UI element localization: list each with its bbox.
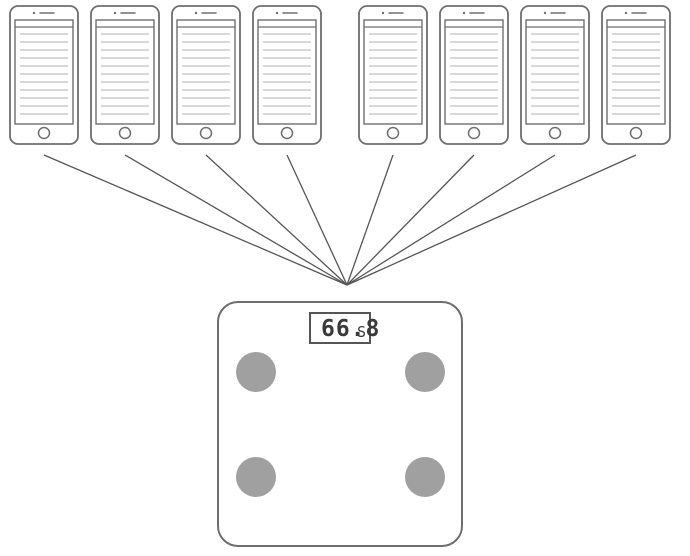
scale-display-value: 66.8 <box>321 316 380 342</box>
phone-camera-icon <box>32 11 36 15</box>
phone-screen <box>606 19 666 125</box>
smartphone-2 <box>90 5 160 145</box>
electrode-top-left <box>236 352 276 392</box>
connector-line-5 <box>346 154 394 286</box>
electrode-bottom-left <box>236 457 276 497</box>
scale-body <box>217 301 463 547</box>
connector-lines <box>43 154 637 286</box>
connector-line-2 <box>124 154 348 286</box>
connector-line-6 <box>346 154 475 286</box>
smart-scale: 66.8 S <box>217 301 463 547</box>
phone-screen <box>14 19 74 125</box>
connector-line-1 <box>43 154 348 286</box>
electrode-top-right <box>405 352 445 392</box>
phone-home-button-icon <box>280 126 294 140</box>
smartphone-7 <box>520 5 590 145</box>
phone-camera-icon <box>381 11 385 15</box>
phone-home-button-icon <box>118 126 132 140</box>
phone-screen <box>176 19 236 125</box>
smartphone-6 <box>439 5 509 145</box>
phone-camera-icon <box>275 11 279 15</box>
connector-line-3 <box>205 154 348 286</box>
phone-home-button-icon <box>629 126 643 140</box>
phone-camera-icon <box>462 11 466 15</box>
scale-display-unit: S <box>357 323 366 341</box>
phone-camera-icon <box>194 11 198 15</box>
phone-camera-icon <box>113 11 117 15</box>
phone-home-button-icon <box>386 126 400 140</box>
connector-line-4 <box>286 154 348 286</box>
phone-screen <box>95 19 155 125</box>
phone-screen <box>363 19 423 125</box>
phone-home-button-icon <box>37 126 51 140</box>
phone-screen <box>257 19 317 125</box>
connector-line-7 <box>346 154 556 286</box>
phone-camera-icon <box>543 11 547 15</box>
phone-home-button-icon <box>467 126 481 140</box>
phone-home-button-icon <box>548 126 562 140</box>
phone-screen <box>525 19 585 125</box>
scale-display: 66.8 S <box>309 312 380 344</box>
phone-camera-icon <box>624 11 628 15</box>
phone-home-button-icon <box>199 126 213 140</box>
smartphone-1 <box>9 5 79 145</box>
smartphone-3 <box>171 5 241 145</box>
phone-screen <box>444 19 504 125</box>
phone-row <box>9 5 671 145</box>
smartphone-5 <box>358 5 428 145</box>
scale-display-frame <box>309 312 371 344</box>
smartphone-8 <box>601 5 671 145</box>
connector-line-8 <box>346 154 637 286</box>
electrode-bottom-right <box>405 457 445 497</box>
smartphone-4 <box>252 5 322 145</box>
